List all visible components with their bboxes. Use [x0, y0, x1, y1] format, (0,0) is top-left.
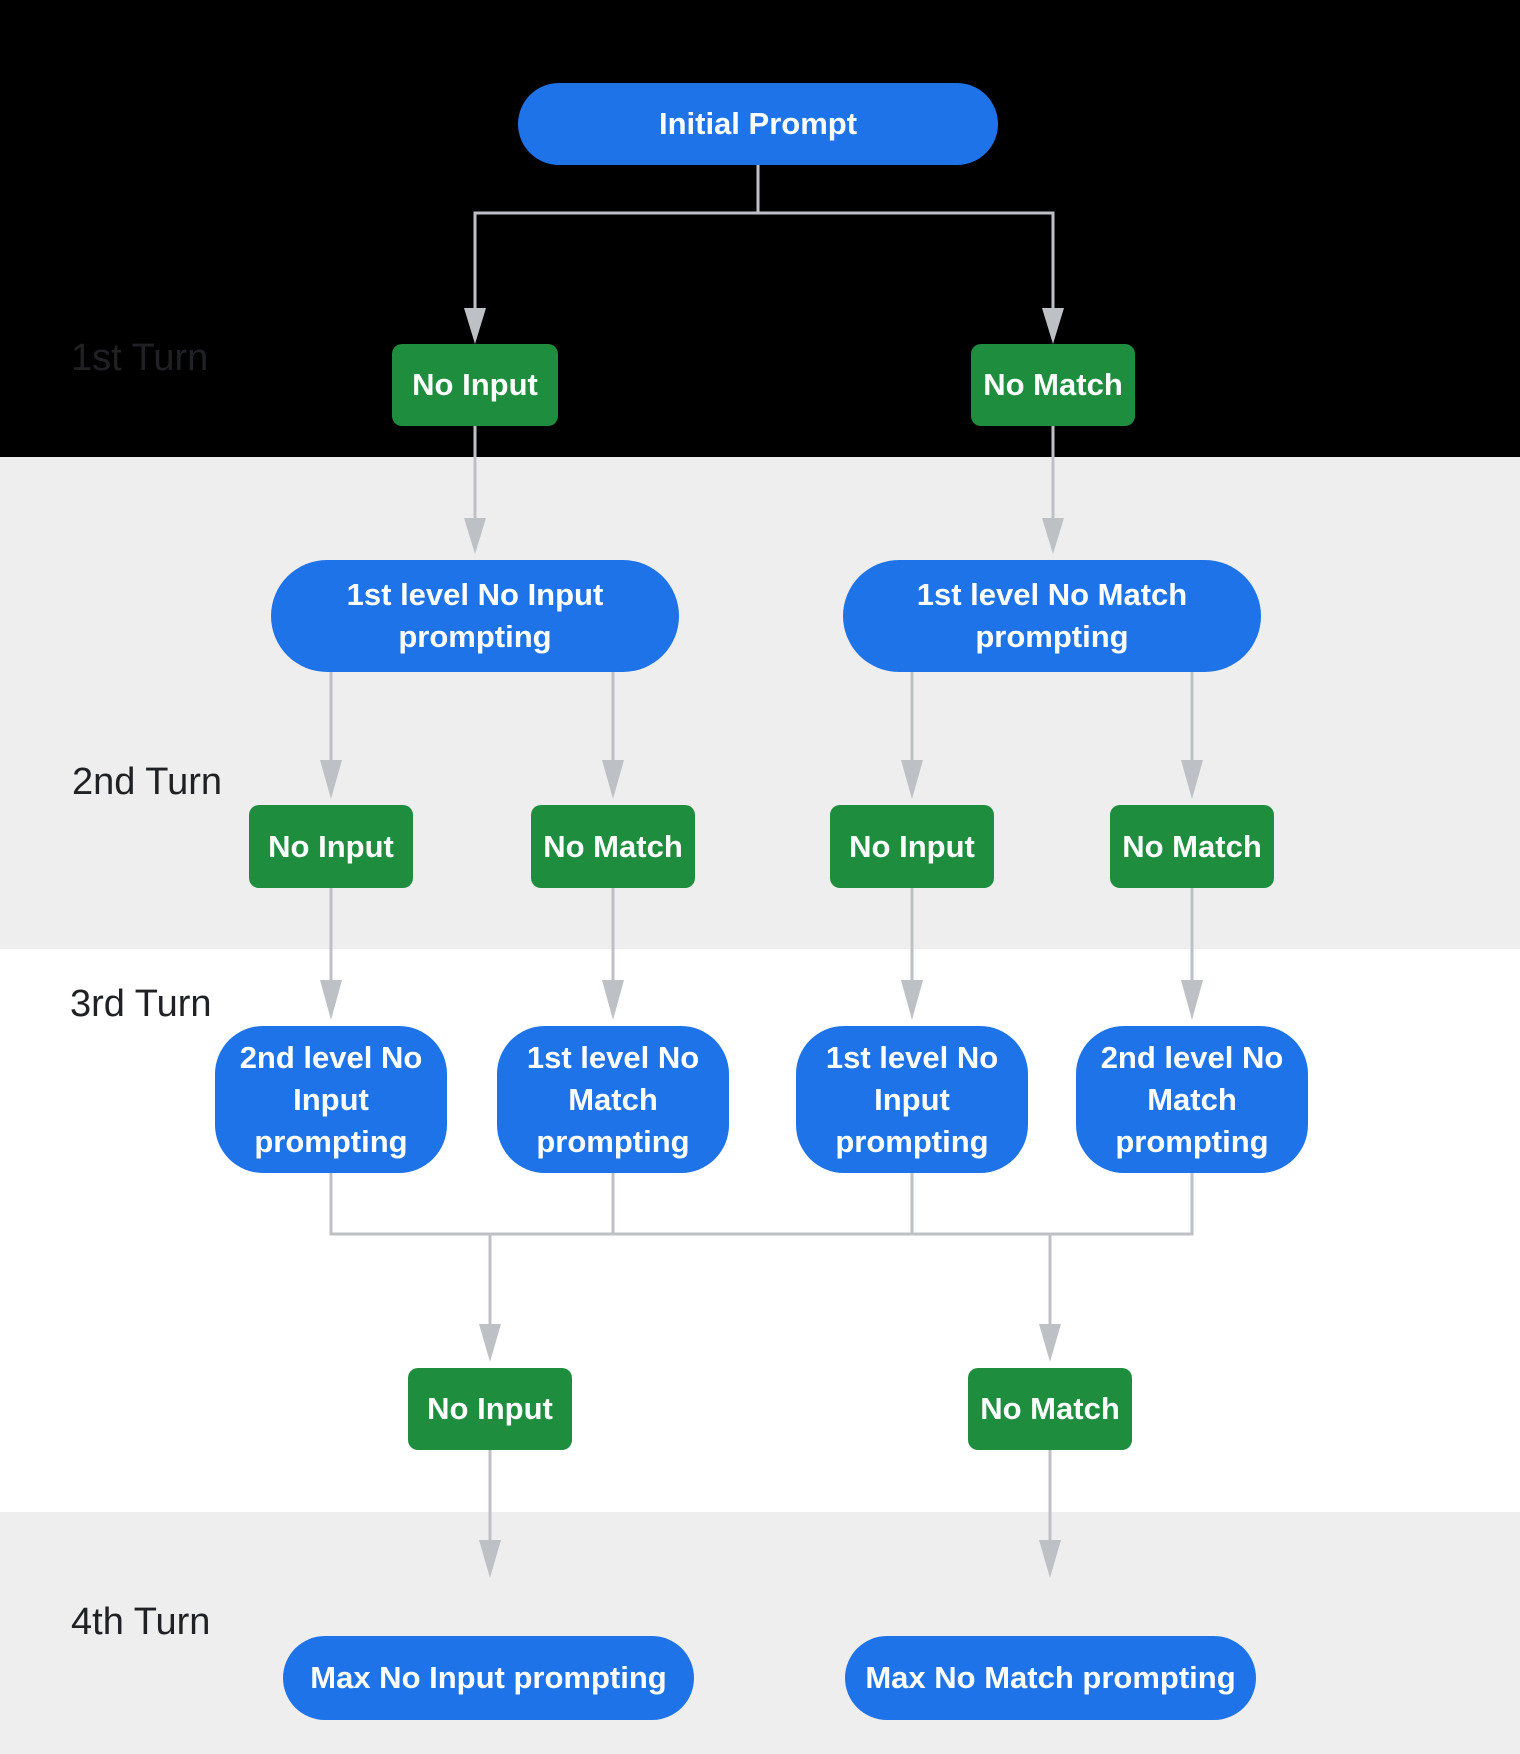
band-turn-1: [0, 0, 1520, 457]
level2-no-match-prompting-node: 2nd level No Match prompting: [1076, 1026, 1308, 1173]
turn2-event-to-turn3-arrows: [320, 888, 1203, 1020]
level2-no-input-prompting-node: 2nd level No Input prompting: [215, 1026, 447, 1173]
turn1-no-input-node: No Input: [392, 344, 558, 426]
initial-prompt-node: Initial Prompt: [518, 83, 998, 165]
turn-label-4th: 4th Turn: [71, 1601, 211, 1643]
level1-no-match-prompting-node-2: 1st level No Match prompting: [497, 1026, 729, 1173]
max-no-input-prompting-node: Max No Input prompting: [283, 1636, 694, 1720]
turn-label-1st: 1st Turn: [71, 337, 209, 379]
turn2-prompt-to-event-arrows: [320, 672, 1203, 799]
level1-no-match-prompting-node: 1st level No Match prompting: [843, 560, 1261, 672]
turn2-no-match-node-b: No Match: [1110, 805, 1274, 888]
turn1-no-match-node: No Match: [971, 344, 1135, 426]
turn2-no-input-node-a: No Input: [249, 805, 413, 888]
level1-no-input-prompting-node: 1st level No Input prompting: [271, 560, 679, 672]
turn-label-2nd: 2nd Turn: [72, 761, 222, 803]
turn3-event-to-turn4-arrows: [479, 1450, 1061, 1578]
turn3-merge-connector: [329, 1173, 1194, 1362]
turn2-no-match-node-a: No Match: [531, 805, 695, 888]
turn-label-3rd: 3rd Turn: [70, 983, 212, 1025]
max-no-match-prompting-node: Max No Match prompting: [845, 1636, 1256, 1720]
level1-no-input-prompting-node-2: 1st level No Input prompting: [796, 1026, 1028, 1173]
turn3-no-input-node: No Input: [408, 1368, 572, 1450]
turn1-to-turn2-arrows: [464, 426, 1064, 554]
initial-prompt-branch: [464, 165, 1064, 344]
turn2-no-input-node-b: No Input: [830, 805, 994, 888]
turn3-no-match-node: No Match: [968, 1368, 1132, 1450]
band-turn-4: [0, 1512, 1520, 1754]
